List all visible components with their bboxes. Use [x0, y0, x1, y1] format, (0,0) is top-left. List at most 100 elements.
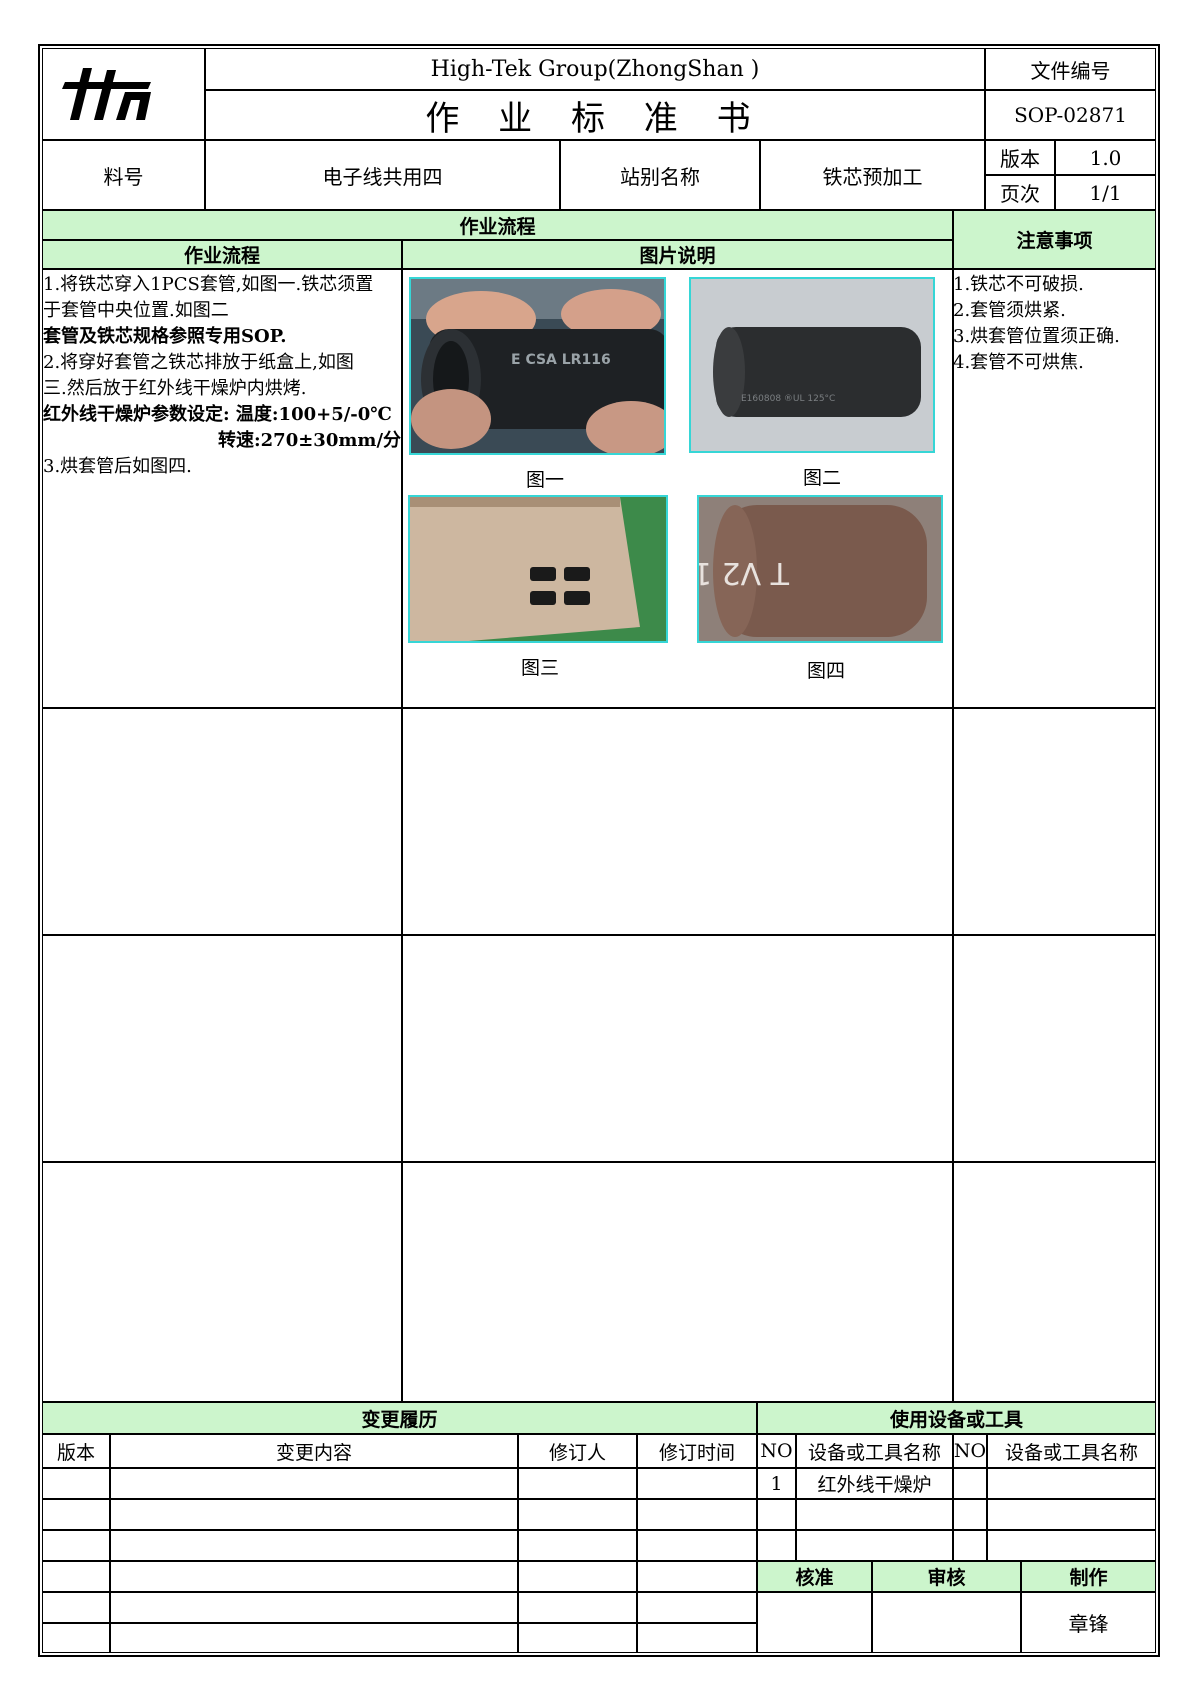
figure-4-caption: 图四	[806, 660, 845, 682]
step-line: 1.将铁芯穿入1PCS套管,如图一.铁芯须置	[43, 274, 374, 295]
history-cell	[637, 1592, 757, 1623]
history-cell	[637, 1623, 757, 1653]
history-cell	[518, 1530, 637, 1561]
col-header-flow: 作业流程	[42, 240, 402, 269]
history-cell	[637, 1561, 757, 1592]
version-value: 1.0	[1055, 140, 1156, 175]
review-signature	[872, 1592, 1021, 1653]
equipment-col-name: 设备或工具名称	[796, 1434, 953, 1468]
equipment-cell	[987, 1499, 1156, 1530]
figure-2-photo: E160808 ®UL 125°C	[689, 277, 935, 453]
step-line: 三.然后放于红外线干燥炉内烘烤.	[43, 378, 307, 399]
history-col-version: 版本	[42, 1434, 110, 1468]
figure-2-caption: 图二	[802, 467, 841, 489]
figure-4-print: T V2 1	[699, 555, 790, 590]
figure-3-photo	[408, 495, 668, 643]
history-cell	[42, 1623, 110, 1653]
approve-signature	[757, 1592, 872, 1653]
doc-number-value: SOP-02871	[985, 90, 1156, 140]
equipment-col-no: NO	[757, 1434, 796, 1468]
document-frame	[38, 44, 1160, 1657]
history-cell	[42, 1530, 110, 1561]
history-col-content: 变更内容	[110, 1434, 518, 1468]
step-line: 2.将穿好套管之铁芯排放于纸盒上,如图	[43, 352, 354, 373]
col-header-pictures: 图片说明	[402, 240, 953, 269]
col-header-notes: 注意事项	[953, 210, 1156, 269]
history-cell	[637, 1468, 757, 1499]
history-cell	[637, 1530, 757, 1561]
history-cell	[637, 1499, 757, 1530]
page-value: 1/1	[1055, 175, 1156, 210]
history-title: 变更履历	[42, 1402, 757, 1434]
history-cell	[518, 1623, 637, 1653]
notes-cell-3	[953, 935, 1156, 1162]
history-cell	[42, 1499, 110, 1530]
history-cell	[110, 1561, 518, 1592]
maker-name: 章锋	[1021, 1592, 1156, 1653]
station-label: 站别名称	[560, 140, 760, 210]
baked-sleeve-illustration: T V2 1	[699, 497, 941, 641]
figure-2-print: E160808 ®UL 125°C	[741, 394, 835, 404]
history-cell	[42, 1468, 110, 1499]
history-cell	[518, 1592, 637, 1623]
figure-1-caption: 图一	[525, 469, 564, 491]
step-line: 套管及铁芯规格参照专用SOP.	[43, 326, 287, 347]
history-cell	[110, 1592, 518, 1623]
equipment-cell	[953, 1499, 987, 1530]
history-cell	[518, 1468, 637, 1499]
flow-cell-1	[42, 269, 402, 708]
history-cell	[110, 1499, 518, 1530]
make-label: 制作	[1021, 1561, 1156, 1592]
equipment-item-no: 1	[757, 1468, 796, 1499]
flow-cell-4	[42, 1162, 402, 1402]
equipment-item-name: 红外线干燥炉	[796, 1468, 953, 1499]
equipment-cell	[757, 1499, 796, 1530]
history-cell	[518, 1499, 637, 1530]
equipment-cell	[953, 1530, 987, 1561]
centered-core-illustration: E160808 ®UL 125°C	[691, 279, 933, 451]
history-cell	[110, 1530, 518, 1561]
station-value: 铁芯预加工	[760, 140, 985, 210]
note-item: 3.烘套管位置须正确.	[953, 326, 1120, 347]
history-col-time: 修订时间	[637, 1434, 757, 1468]
equipment-cell	[987, 1530, 1156, 1561]
figure-4-photo: T V2 1	[697, 495, 943, 643]
figure-1-print: E CSA LR116	[511, 352, 611, 368]
sleeve-insert-illustration: E CSA LR116	[411, 279, 664, 453]
pictures-cell-4	[402, 1162, 953, 1402]
note-item: 1.铁芯不可破损.	[953, 274, 1084, 295]
figure-1-photo: E CSA LR116	[409, 277, 666, 455]
equipment-col-no-2: NO	[953, 1434, 987, 1468]
equipment-cell	[987, 1468, 1156, 1499]
review-label: 审核	[872, 1561, 1021, 1592]
step-line: 转速:270±30mm/分	[218, 430, 402, 451]
process-section-title: 作业流程	[42, 210, 953, 240]
logo-cell	[42, 48, 205, 140]
equipment-cell	[757, 1530, 796, 1561]
pictures-cell-2	[402, 708, 953, 935]
approve-label: 核准	[757, 1561, 872, 1592]
notes-cell-1	[953, 269, 1156, 708]
company-name: High-Tek Group(ZhongShan )	[205, 48, 985, 90]
history-col-reviser: 修订人	[518, 1434, 637, 1468]
equipment-col-name-2: 设备或工具名称	[987, 1434, 1156, 1468]
version-label: 版本	[985, 140, 1055, 175]
pictures-cell-3	[402, 935, 953, 1162]
document-title: 作 业 标 准 书	[205, 90, 985, 140]
history-cell	[110, 1468, 518, 1499]
doc-number-label: 文件编号	[985, 48, 1156, 90]
part-no-label: 料号	[42, 140, 205, 210]
equipment-cell	[796, 1499, 953, 1530]
notes-cell-4	[953, 1162, 1156, 1402]
note-item: 2.套管须烘紧.	[953, 300, 1066, 321]
process-steps: 1.将铁芯穿入1PCS套管,如图一.铁芯须置 于套管中央位置.如图二 套管及铁芯…	[43, 272, 402, 480]
note-item: 4.套管不可烘焦.	[953, 352, 1084, 373]
step-line: 于套管中央位置.如图二	[43, 300, 229, 321]
history-cell	[42, 1592, 110, 1623]
figure-3-caption: 图三	[520, 657, 559, 679]
step-line: 红外线干燥炉参数设定: 温度:100+5/-0℃	[43, 404, 392, 425]
part-no-value: 电子线共用四	[205, 140, 560, 210]
step-line: 3.烘套管后如图四.	[43, 456, 192, 477]
history-cell	[110, 1623, 518, 1653]
cores-in-box-illustration	[410, 497, 666, 641]
